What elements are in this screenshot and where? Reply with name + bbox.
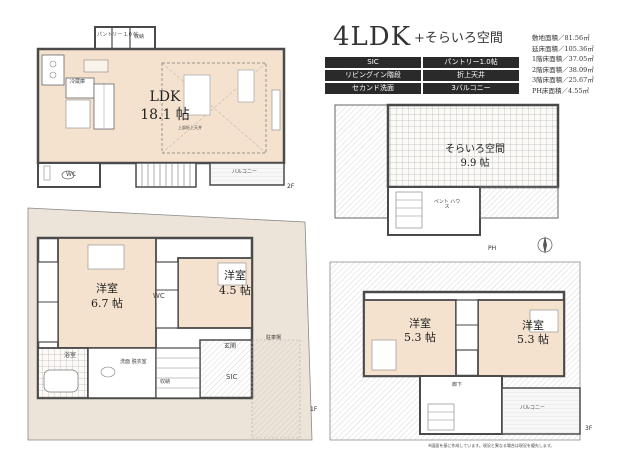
entrance-label: 玄関 [224,343,237,350]
plan-title: 4LDK [333,22,412,52]
floor-label-ph: PH [488,245,497,252]
feature-badge: パントリー1.0帖 [423,57,519,68]
room3a-name: 洋室 [409,317,431,330]
wc-label: WC [153,292,165,300]
plan-subtitle: +そらいろ空間 [414,31,503,46]
parking-label: 駐車場 [266,335,282,341]
room1-size: 6.7 帖 [91,297,123,310]
penthouse-label: ペント ハウス [433,199,461,210]
ceiling-note: 上部折上天井 [178,125,202,130]
floor-label-3f: 3F [585,425,593,432]
sic-label: SIC [226,373,238,381]
ldk-name: LDK [149,89,181,105]
pantry-label: パントリー 1.0 帖 [97,32,139,38]
floor-2f-plan [36,26,286,188]
room2-size: 4.5 帖 [219,284,251,297]
room3b-size: 5.3 帖 [517,333,549,346]
room2-name: 洋室 [224,269,246,282]
feature-badge: 折上天井 [423,70,519,81]
sky-room-name: そらいろ空間 [445,144,505,155]
bath-label: 浴室 [64,352,77,359]
feature-badge: リビングイン階段 [325,70,421,81]
balcony-label: バルコニー [232,169,257,175]
floor-3f-plan [329,261,581,441]
fridge-label: 冷蔵庫 [70,79,86,85]
area-total: 延床面積／105.36㎡ [532,44,594,53]
area-1f: 1階床面積／37.05㎡ [532,55,594,63]
room3a-size: 5.3 帖 [404,331,436,344]
room3b-name: 洋室 [522,319,544,332]
area-list: 敷地面積／81.56㎡ 延床面積／105.36㎡ 1階床面積／37.05㎡ 2階… [532,33,594,96]
ldk-size: 18.1 帖 [140,107,190,123]
area-3f: 3階床面積／25.67㎡ [532,76,594,84]
sky-room-size: 9.9 帖 [460,158,490,169]
room1-name: 洋室 [96,282,118,295]
wc-label: WC [66,171,77,178]
north-arrow-icon [537,236,553,254]
area-ph: PH床面積／4.55㎡ [532,86,590,95]
hall-label: 廊下 [452,382,463,388]
floor-1f-plan [27,207,313,441]
feature-badge: 3バルコニー [423,83,519,94]
area-site: 敷地面積／81.56㎡ [532,34,590,42]
floor-label-2f: 2F [287,183,295,190]
feature-badge: セカンド洗面 [325,83,421,94]
storage-label: 収納 [134,34,145,40]
washroom-label: 洗面 脱衣室 [120,359,147,365]
storage-label: 収納 [160,379,171,385]
feature-badge: SIC [325,57,421,68]
area-2f: 2階床面積／38.09㎡ [532,65,594,74]
floor-label-1f: 1F [310,406,318,413]
balcony-label: バルコニー [520,405,545,411]
footnote: ※図面を基に作成しています。現況と異なる場合は現況を優先します。 [428,443,555,448]
floor-ph-plan [334,103,560,236]
